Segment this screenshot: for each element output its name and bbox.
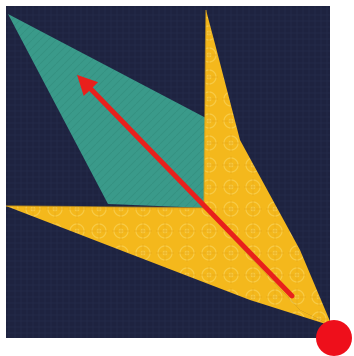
- red-dot-marker[interactable]: [316, 320, 352, 356]
